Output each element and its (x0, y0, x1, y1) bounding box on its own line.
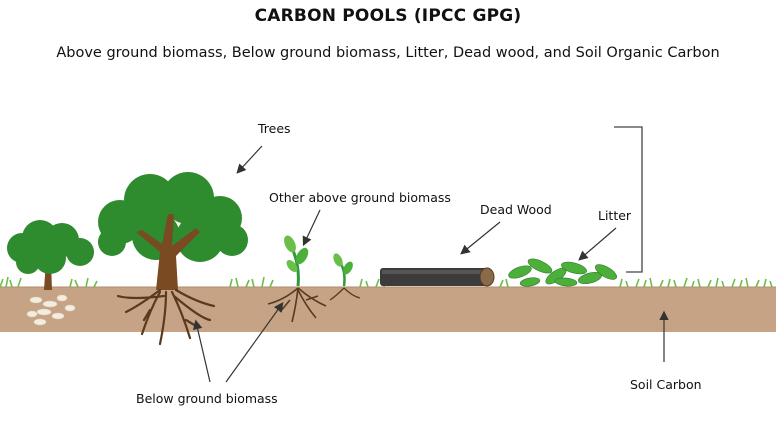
label-litter: Litter (598, 208, 631, 223)
label-other-above-ground: Other above ground biomass (269, 190, 451, 205)
above-ground-bracket (614, 127, 642, 272)
other-above-arrow (304, 210, 320, 244)
label-trees: Trees (258, 121, 291, 136)
litter-arrow (580, 228, 616, 259)
dead-wood-arrow (462, 222, 500, 253)
trees-arrow (238, 146, 262, 172)
label-dead-wood: Dead Wood (480, 202, 552, 217)
small-tree-canopy (7, 220, 94, 274)
label-soil-carbon: Soil Carbon (630, 377, 702, 392)
litter-leaves (507, 256, 619, 288)
dead-wood-log (380, 268, 494, 286)
label-below-ground: Below ground biomass (136, 391, 278, 406)
soil-band (0, 287, 776, 332)
